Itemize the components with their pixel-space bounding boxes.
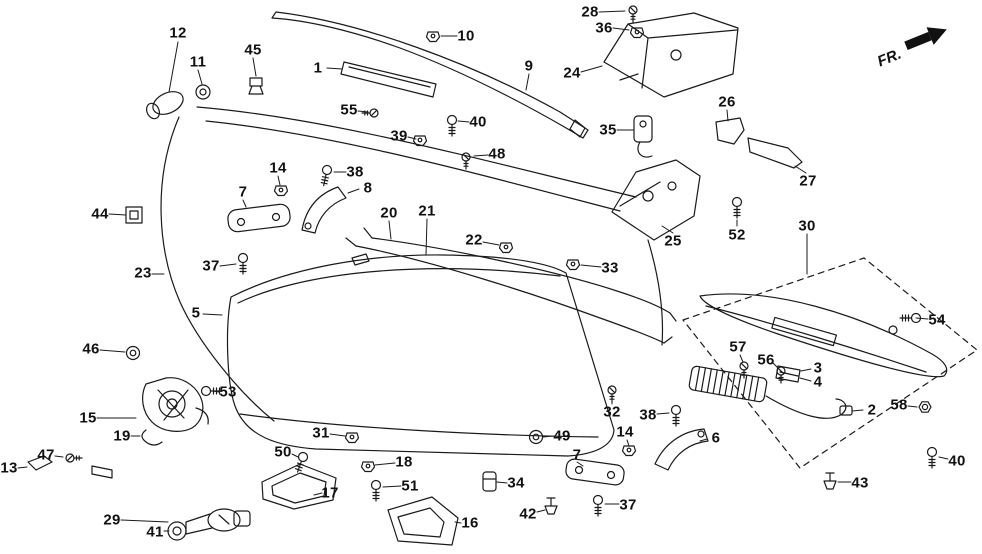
- torsion-bars: [345, 227, 677, 346]
- screw-28: [628, 5, 638, 23]
- brake-light-garnish: [688, 365, 853, 419]
- fr-arrow-icon: [904, 27, 947, 51]
- nut-58: [918, 401, 932, 413]
- license-garnish: [387, 496, 459, 546]
- fasteners: [65, 5, 938, 517]
- fr-direction-indicator: FR.: [875, 27, 947, 71]
- grommet-46: [125, 345, 141, 361]
- opener-cable: [160, 106, 637, 422]
- fr-label: FR.: [875, 46, 904, 71]
- screw-56: [776, 366, 786, 384]
- trunk-opener: [145, 77, 264, 120]
- left-small-brackets: [27, 455, 113, 479]
- lock-latch-assembly: [141, 377, 209, 446]
- clip-14b: [621, 445, 637, 457]
- clip-39: [412, 135, 428, 147]
- trunk-lid-panel: [226, 253, 615, 457]
- shelf-end-cap: [603, 12, 739, 98]
- grommet-49: [528, 429, 544, 445]
- latch-bracket: [611, 159, 701, 241]
- bolt-40b: [926, 446, 938, 469]
- bolt-50: [292, 450, 310, 475]
- hinge-left: [227, 186, 347, 234]
- clip-31: [344, 432, 360, 444]
- bolt-38: [318, 164, 333, 188]
- bolt-37b: [592, 494, 604, 517]
- clip-44: [125, 206, 143, 224]
- striker-brackets: [715, 117, 803, 169]
- bolt-51: [370, 479, 382, 502]
- clip-36: [629, 27, 645, 39]
- clip-14: [273, 185, 289, 197]
- rear-molding: [340, 61, 437, 98]
- bolt-38b: [670, 404, 682, 427]
- leader-lines: [17, 10, 949, 532]
- clip-33: [565, 259, 581, 271]
- cylinder-seat: [482, 471, 497, 492]
- clip-18: [360, 461, 376, 473]
- bolt-37: [237, 252, 249, 275]
- spoiler-kit-outline: [682, 257, 978, 469]
- bolt-53: [200, 385, 223, 397]
- screw-55: [361, 108, 379, 118]
- pushclip-43: [823, 472, 837, 490]
- screw-47: [65, 453, 83, 463]
- pushclip-42: [544, 497, 558, 515]
- clip-22: [498, 242, 514, 254]
- hinge-right: [565, 428, 709, 486]
- spoiler-wing: [699, 293, 948, 378]
- clip-10: [425, 31, 441, 43]
- bolt-52: [731, 196, 743, 219]
- bolt-40: [446, 114, 458, 137]
- trunk-weatherstrip: [271, 11, 589, 139]
- lock-cylinder: [167, 508, 251, 541]
- striker-garnish: [261, 463, 337, 510]
- trunk-latch: [633, 115, 653, 158]
